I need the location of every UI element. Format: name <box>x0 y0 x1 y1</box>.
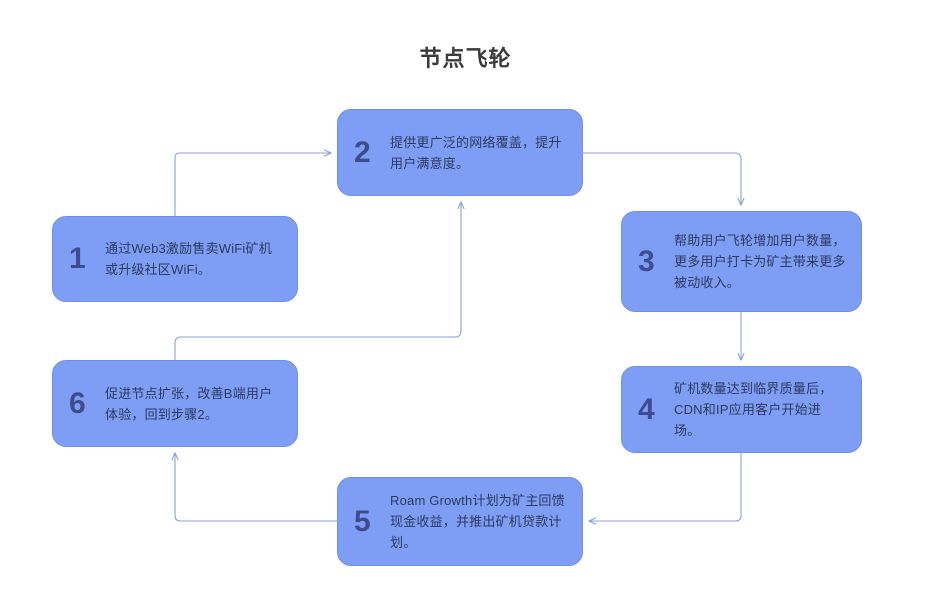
flywheel-step-5[interactable]: 5 Roam Growth计划为矿主回馈现金收益，并推出矿机贷款计划。 <box>337 477 583 566</box>
step-number: 5 <box>354 504 371 538</box>
step-text: 帮助用户飞轮增加用户数量，更多用户打卡为矿主带来更多被动收入。 <box>674 233 846 290</box>
flywheel-step-2[interactable]: 2 提供更广泛的网络覆盖，提升用户满意度。 <box>337 109 583 196</box>
connector-2-to-3 <box>583 152 741 205</box>
connector-1-to-2 <box>174 153 331 216</box>
step-text: Roam Growth计划为矿主回馈现金收益，并推出矿机贷款计划。 <box>390 493 565 550</box>
flywheel-step-3[interactable]: 3 帮助用户飞轮增加用户数量，更多用户打卡为矿主带来更多被动收入。 <box>621 211 862 312</box>
flywheel-step-6[interactable]: 6 促进节点扩张，改善B端用户体验，回到步骤2。 <box>52 360 298 447</box>
step-text: 矿机数量达到临界质量后，CDN和IP应用客户开始进场。 <box>674 381 833 438</box>
connector-4-to-5 <box>589 453 742 521</box>
step-text: 促进节点扩张，改善B端用户体验，回到步骤2。 <box>105 385 273 422</box>
step-number: 3 <box>638 244 655 278</box>
step-number: 6 <box>69 386 86 420</box>
flywheel-step-1[interactable]: 1 通过Web3激励售卖WiFi矿机或升级社区WiFi。 <box>52 216 298 302</box>
flywheel-step-4[interactable]: 4 矿机数量达到临界质量后，CDN和IP应用客户开始进场。 <box>621 366 862 453</box>
step-number: 4 <box>638 392 655 426</box>
connector-6-to-2 <box>174 202 461 360</box>
step-number: 2 <box>354 135 371 169</box>
step-number: 1 <box>69 242 86 275</box>
step-text: 提供更广泛的网络覆盖，提升用户满意度。 <box>390 134 562 171</box>
page-title: 节点飞轮 <box>419 46 512 71</box>
step-text: 通过Web3激励售卖WiFi矿机或升级社区WiFi。 <box>105 241 272 277</box>
connector-5-to-6 <box>175 453 337 522</box>
